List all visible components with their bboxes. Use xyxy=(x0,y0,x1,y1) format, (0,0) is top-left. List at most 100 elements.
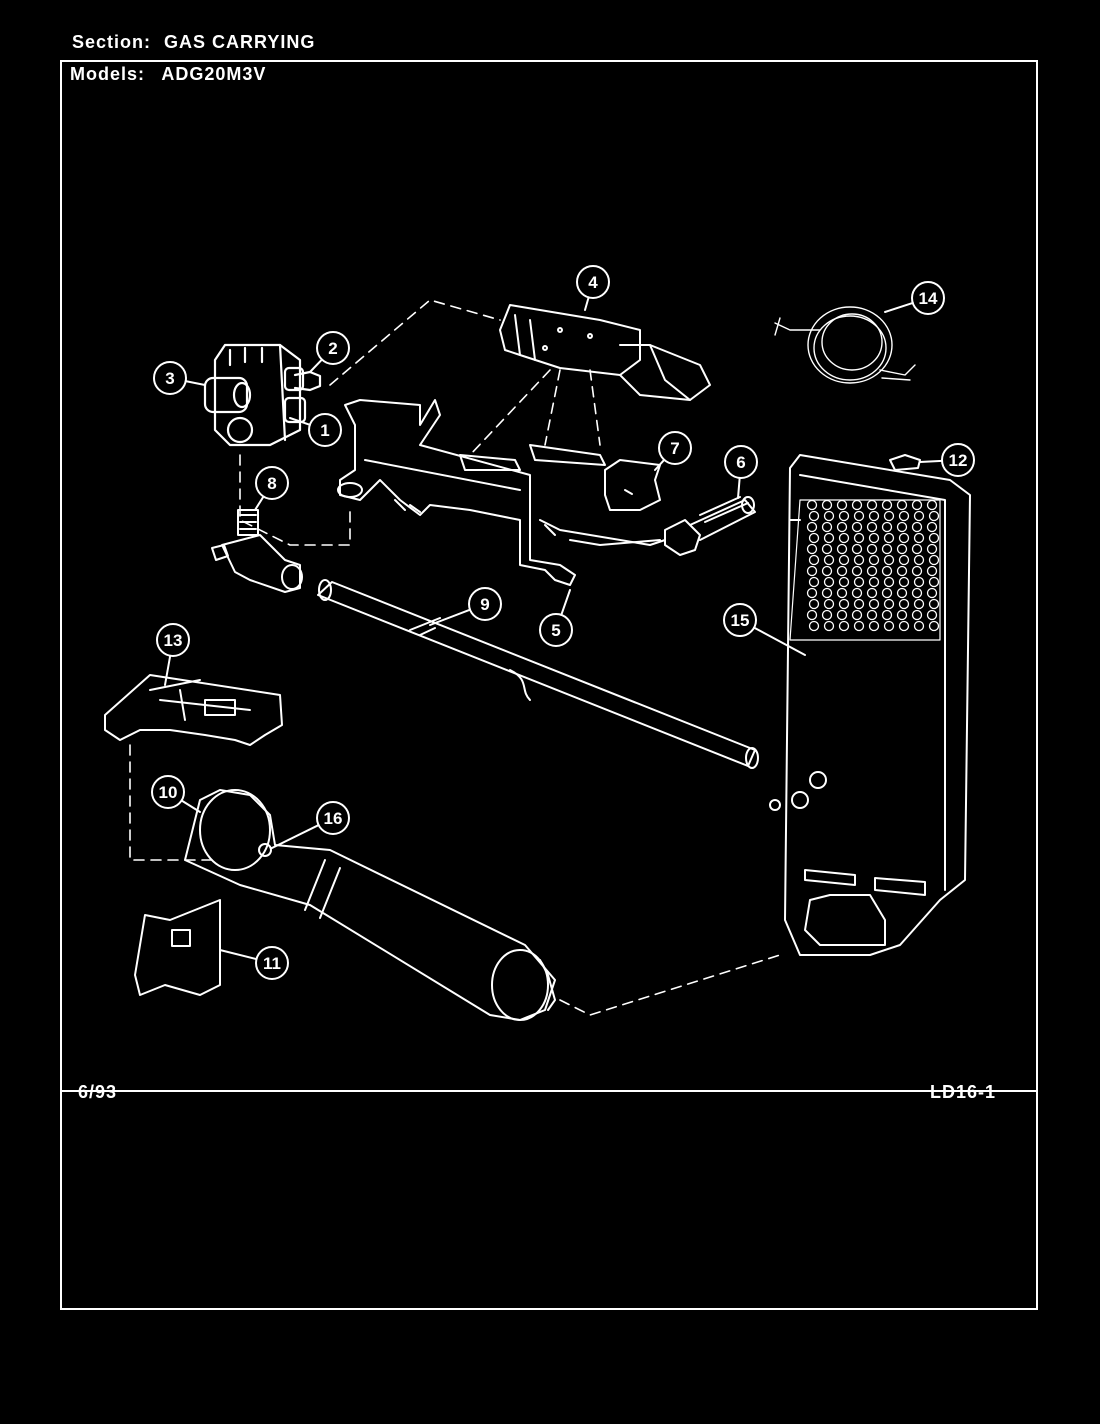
vent-hole xyxy=(851,587,863,599)
vent-hole xyxy=(823,532,835,544)
vent-hole xyxy=(838,532,850,544)
callout-leader xyxy=(180,799,201,813)
vent-hole xyxy=(896,587,908,599)
vent-hole xyxy=(836,587,848,599)
burner-tube xyxy=(184,789,556,1021)
igniter-bracket xyxy=(604,459,661,511)
vent-hole xyxy=(808,554,820,566)
callout-circle xyxy=(316,801,350,835)
callout-circle xyxy=(153,361,187,395)
vent-hole xyxy=(853,532,865,544)
flame-shield xyxy=(134,899,221,996)
callout-circle xyxy=(156,623,190,657)
callout-leader xyxy=(737,476,741,499)
callout-number: 16 xyxy=(324,809,343,828)
vent-hole xyxy=(853,510,865,522)
callout-number: 6 xyxy=(736,453,745,472)
callout-number: 5 xyxy=(551,621,560,640)
vent-hole xyxy=(868,576,880,588)
vent-hole xyxy=(821,543,833,555)
assembly-dashed-lines xyxy=(129,299,781,1016)
vent-hole xyxy=(913,576,925,588)
vent-hole xyxy=(866,565,878,577)
vent-hole xyxy=(881,521,893,533)
vent-hole xyxy=(823,576,835,588)
callout-number: 3 xyxy=(165,369,174,388)
vent-hole xyxy=(883,510,895,522)
vent-hole xyxy=(866,499,878,511)
vent-hole xyxy=(928,554,940,566)
vent-hole xyxy=(821,521,833,533)
vent-hole xyxy=(836,521,848,533)
vent-hole xyxy=(853,554,865,566)
callout-leader xyxy=(184,380,206,386)
vent-hole xyxy=(881,587,893,599)
vent-hole xyxy=(806,499,818,511)
vent-hole-grid xyxy=(806,499,940,632)
vent-hole xyxy=(926,499,938,511)
vent-hole xyxy=(898,532,910,544)
vent-hole xyxy=(808,576,820,588)
vent-hole xyxy=(808,532,820,544)
vent-hole xyxy=(911,609,923,621)
vent-hole xyxy=(881,609,893,621)
callout-12: 12 xyxy=(919,443,975,477)
callout-13: 13 xyxy=(156,623,190,686)
callout-number: 8 xyxy=(267,474,276,493)
callout-circle xyxy=(941,443,975,477)
igniter xyxy=(569,496,756,556)
vent-hole xyxy=(851,499,863,511)
models-label: Models: xyxy=(70,64,146,84)
vent-hole xyxy=(928,510,940,522)
vent-hole xyxy=(838,510,850,522)
vent-hole xyxy=(838,598,850,610)
vent-hole xyxy=(853,598,865,610)
callout-number: 14 xyxy=(919,289,938,308)
callout-6: 6 xyxy=(724,445,758,499)
vent-hole xyxy=(898,554,910,566)
vent-hole xyxy=(911,543,923,555)
vent-hole xyxy=(926,587,938,599)
vent-hole xyxy=(836,565,848,577)
vent-hole xyxy=(838,554,850,566)
vent-hole xyxy=(806,521,818,533)
section-label: Section: xyxy=(72,32,152,52)
vent-hole xyxy=(913,620,925,632)
vent-hole xyxy=(896,499,908,511)
callout-leader xyxy=(289,417,311,426)
callout-8: 8 xyxy=(254,466,289,511)
callout-14: 14 xyxy=(884,281,945,315)
vent-hole xyxy=(851,543,863,555)
callout-15: 15 xyxy=(723,603,806,656)
mounting-brackets xyxy=(459,444,606,471)
vent-hole xyxy=(898,598,910,610)
callout-number: 10 xyxy=(159,783,178,802)
vent-hole xyxy=(823,620,835,632)
callout-circle xyxy=(468,587,502,621)
callout-number: 2 xyxy=(328,339,337,358)
vent-hole xyxy=(883,620,895,632)
vent-hole xyxy=(883,576,895,588)
vent-hole xyxy=(836,543,848,555)
vent-hole xyxy=(868,532,880,544)
vent-hole xyxy=(806,543,818,555)
vent-hole xyxy=(896,521,908,533)
vent-hole xyxy=(881,499,893,511)
vent-hole xyxy=(881,565,893,577)
callout-circle xyxy=(723,603,757,637)
burner-shroud xyxy=(499,304,711,401)
burner-housing-mount xyxy=(104,674,283,746)
callout-circle xyxy=(911,281,945,315)
callout-2: 2 xyxy=(309,331,350,373)
callout-5: 5 xyxy=(539,589,573,647)
vent-hole xyxy=(928,576,940,588)
vent-hole xyxy=(868,598,880,610)
vent-hole xyxy=(806,587,818,599)
vent-hole xyxy=(883,598,895,610)
diagram-frame xyxy=(60,60,1038,1310)
callout-leader xyxy=(219,949,258,961)
vent-hole xyxy=(881,543,893,555)
callout-circle xyxy=(539,613,573,647)
vent-hole xyxy=(926,565,938,577)
